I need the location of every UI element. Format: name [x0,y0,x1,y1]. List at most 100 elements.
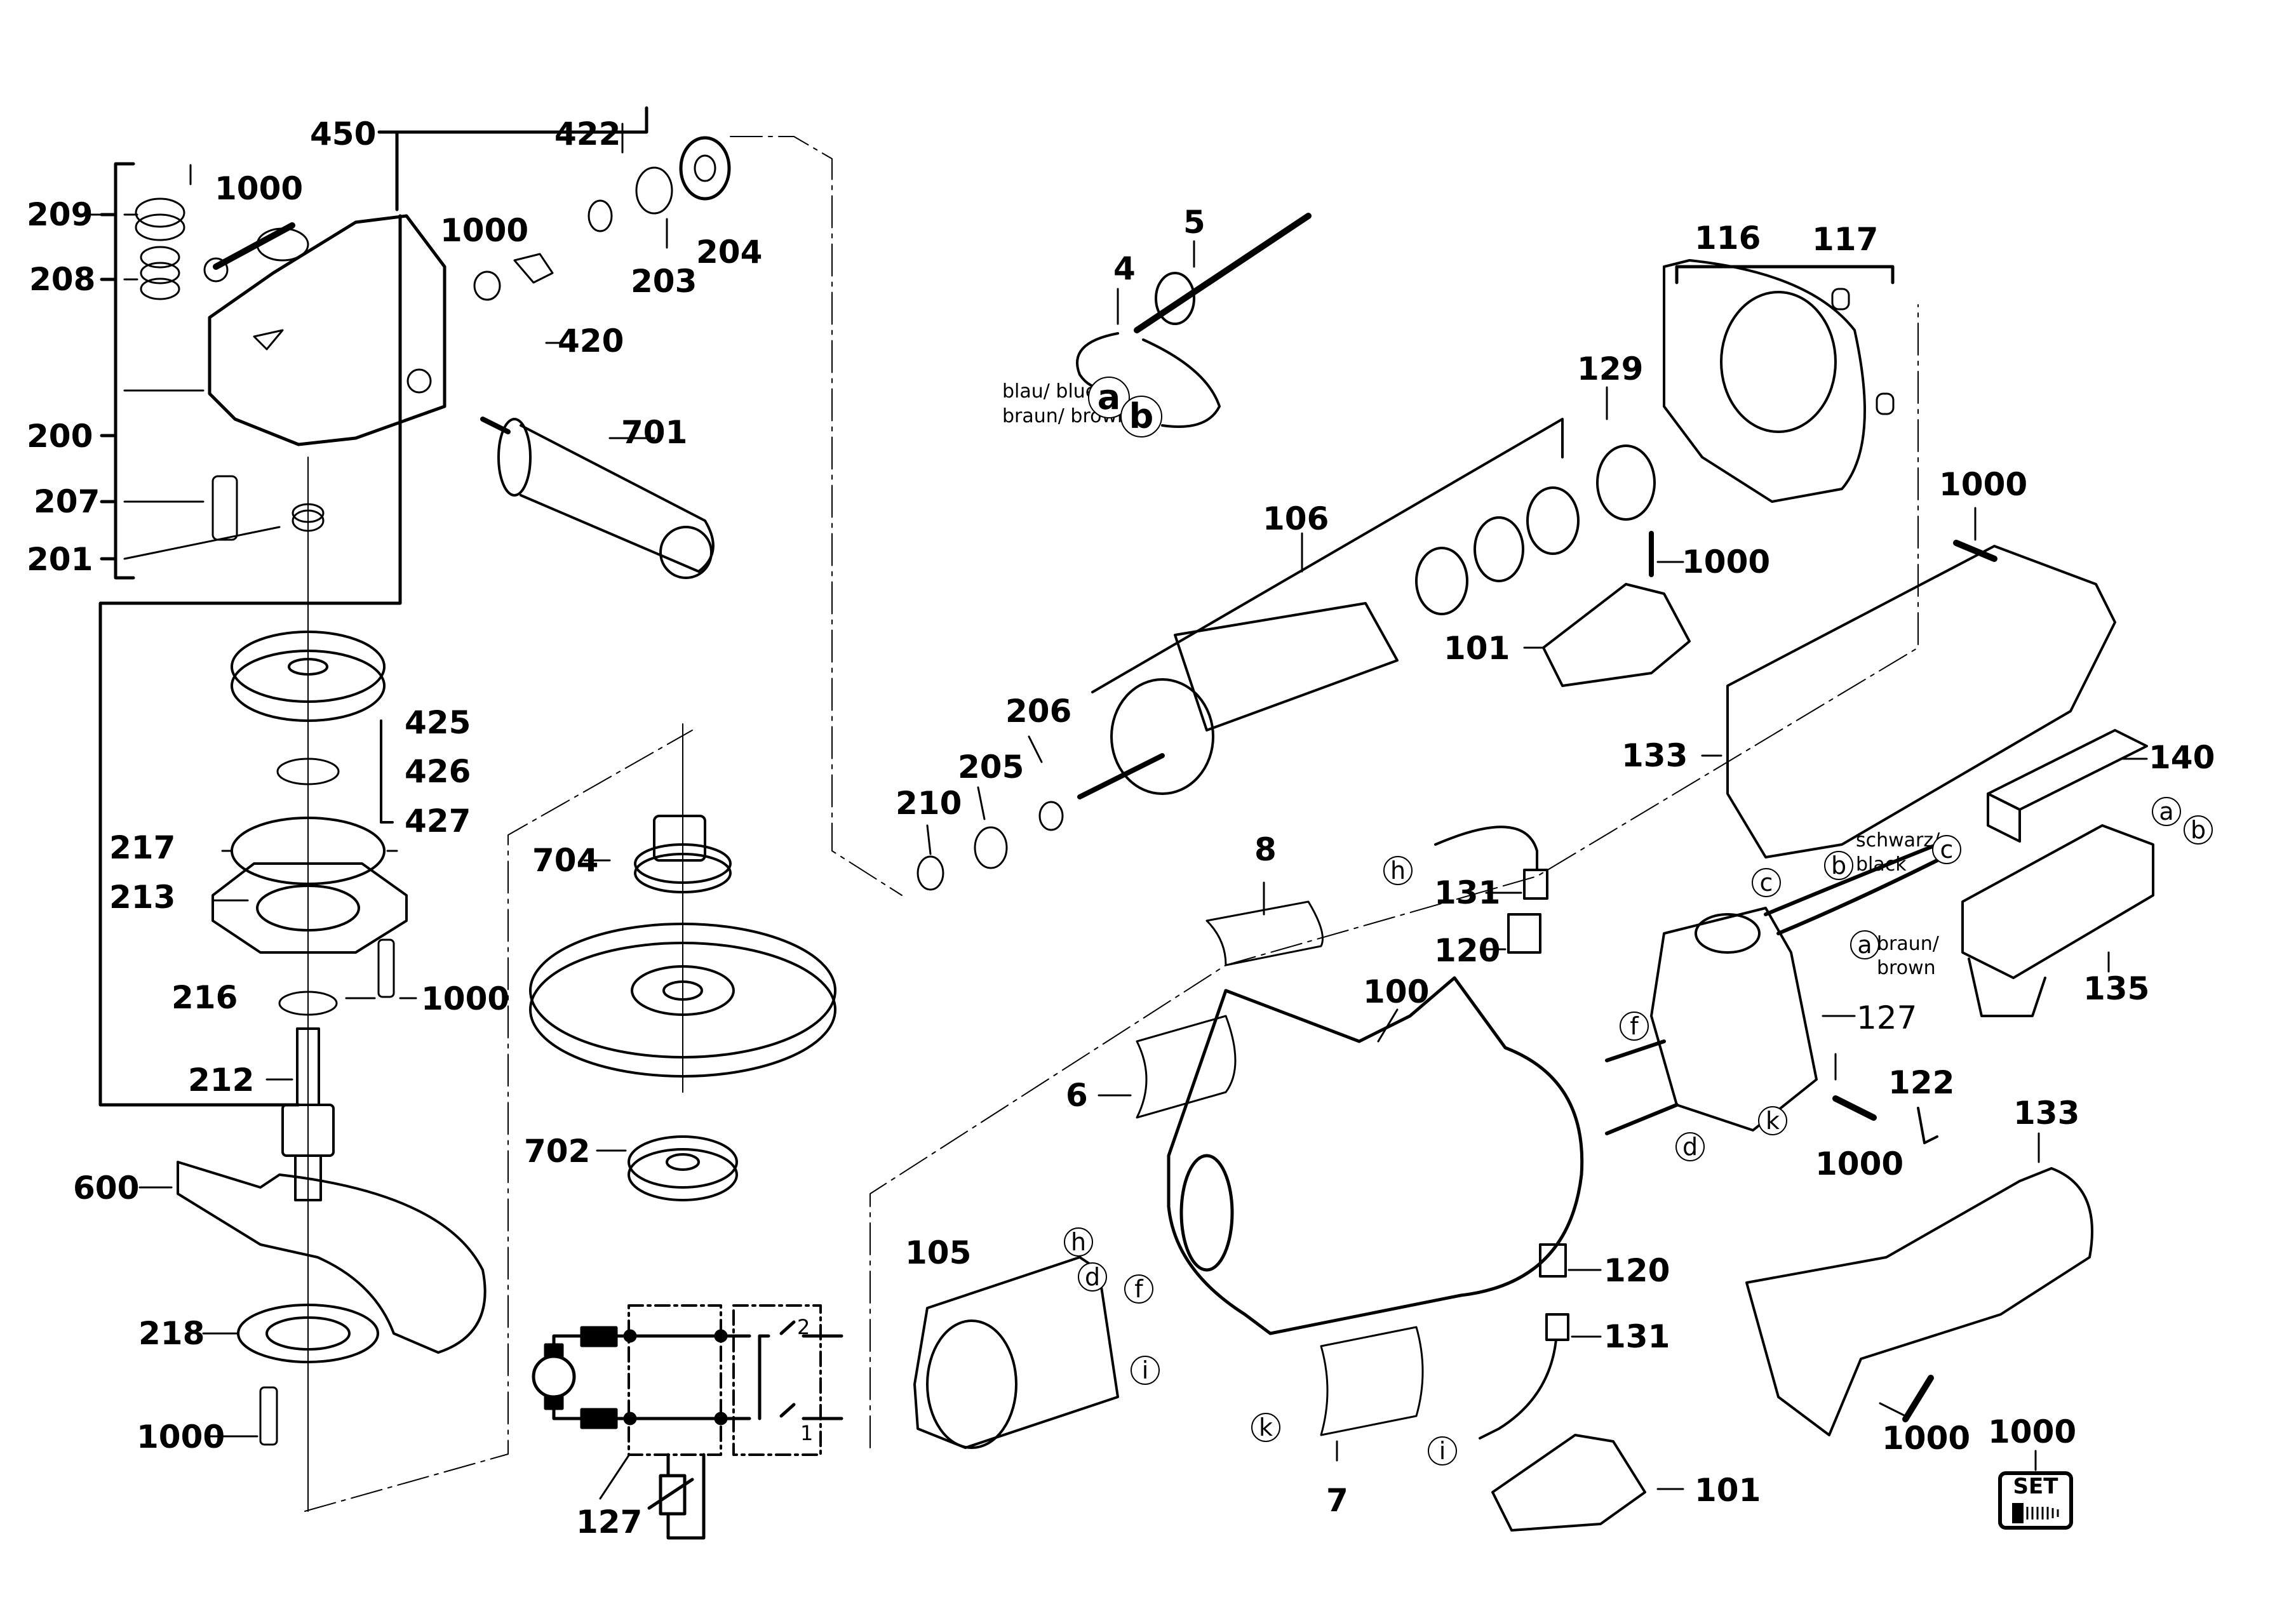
wire-marker-a-module: a [1850,930,1879,959]
lock-spring [141,247,179,299]
wire-marker-a-cable: a [1088,377,1130,418]
part-label-1000-lower: 1000 [1882,1420,1971,1457]
part-label-207: 207 [34,483,100,520]
pin-117-a [1832,289,1849,309]
pin-207 [213,476,237,540]
part-label-203: 203 [631,263,697,300]
wire-note-brown-de: braun/ [1877,933,1939,955]
bracket-200 [102,164,133,578]
bracket-106 [1092,419,1562,692]
leader-lines [89,124,2147,1499]
clamping-nut [629,1137,737,1200]
armature [1080,603,1397,797]
foam-pad-140-side [1988,794,2020,841]
part-label-212: 212 [188,1062,255,1099]
part-label-216: 216 [171,979,238,1016]
part-label-213: 213 [109,879,176,916]
wire-marker-h-field: h [1064,1227,1093,1257]
part-label-1000-set: 1000 [1988,1413,2077,1450]
service-cover-lower [1493,1435,1645,1530]
part-label-1000-flange: 1000 [421,980,510,1017]
part-label-7: 7 [1326,1482,1348,1519]
rear-bearings [1416,446,1655,614]
part-label-101-upper: 101 [1444,630,1510,667]
schematic-pole-1: 1 [800,1421,814,1445]
part-label-422: 422 [554,116,621,152]
side-handle [483,419,713,578]
part-label-210: 210 [896,785,962,822]
part-label-204: 204 [696,234,763,270]
part-label-140: 140 [2149,739,2215,776]
wire-marker-f-field: f [1124,1274,1153,1304]
screw-set-badge: SET [1998,1471,2073,1530]
part-label-201: 201 [27,541,93,578]
pin-117-b [1877,394,1893,414]
part-label-117: 117 [1812,221,1879,258]
part-label-704: 704 [532,842,599,879]
washer-210 [918,857,943,890]
part-label-133-upper: 133 [1621,737,1688,774]
wire-note-brown-module: braun/brown [1877,932,1939,980]
part-label-1000-service: 1000 [1682,544,1771,580]
wire-marker-k-field: k [1251,1413,1280,1442]
part-label-1000-clip: 1000 [1815,1145,1904,1182]
part-label-105: 105 [905,1234,972,1271]
circuit-schematic [534,1322,842,1538]
wire-marker-d-module: d [1675,1132,1705,1161]
field-coil [915,1257,1118,1448]
wire-note-black-de: schwarz/ [1856,829,1940,852]
part-label-1000-handle: 1000 [1939,466,2028,503]
part-label-427: 427 [405,803,471,839]
screw-1000-clip [1836,1099,1874,1118]
part-label-127-module: 127 [1856,999,1917,1036]
circlip-206 [1040,802,1063,830]
wire-marker-c-module: c [1752,868,1781,897]
guide-lines [305,137,1918,1511]
part-label-101-lower: 101 [1695,1472,1761,1509]
schematic-boxes [629,1306,821,1455]
part-label-426: 426 [405,753,471,790]
wire-marker-h-upper: h [1383,856,1413,885]
service-cover [1543,584,1689,686]
part-label-217: 217 [109,829,176,866]
label-6 [1137,1016,1235,1118]
wire-marker-b-cable: b [1120,396,1162,437]
part-label-8: 8 [1254,831,1277,868]
screw-icon [2012,1503,2069,1523]
part-label-1000-clamp: 1000 [137,1419,225,1455]
part-label-1000-top: 1000 [215,170,304,207]
part-label-122: 122 [1888,1064,1955,1101]
part-label-131-lower: 131 [1604,1318,1670,1355]
part-label-702: 702 [524,1133,591,1170]
part-label-133-lower: 133 [2013,1095,2080,1132]
wire-note-black: schwarz/black [1856,829,1940,876]
part-label-5: 5 [1183,204,1205,241]
wire-note-blue: blau/ blue [1002,380,1098,403]
part-label-208: 208 [29,261,96,298]
part-label-131-upper: 131 [1434,874,1501,911]
fan-baffle [1664,260,1865,502]
part-label-129: 129 [1577,351,1644,387]
wire-marker-d-field: d [1078,1262,1107,1292]
handle-housing-upper [1728,546,2115,857]
wire-note-brown-en: brown [1877,956,1936,979]
cable-clip-122 [1918,1108,1937,1143]
schematic-pole-2: 2 [797,1315,810,1339]
electronic-module [1607,845,1944,1133]
bracket-425-427 [381,721,393,822]
part-label-200: 200 [27,418,93,455]
part-label-701: 701 [621,414,688,451]
screw-1000-top [205,225,292,281]
wire-marker-i-lower: i [1428,1436,1457,1466]
part-label-100: 100 [1363,973,1430,1010]
wire-marker-k-module: k [1758,1106,1787,1135]
part-label-135: 135 [2083,970,2150,1007]
set-badge-label: SET [2013,1474,2058,1499]
wire-marker-b-switch: b [2184,815,2213,845]
part-label-218: 218 [138,1315,205,1352]
bearing-flange [213,818,406,952]
label-8 [1207,902,1323,965]
part-label-120-lower: 120 [1604,1252,1670,1289]
screw-1000-handle [1956,543,1994,559]
part-label-206: 206 [1005,693,1072,730]
